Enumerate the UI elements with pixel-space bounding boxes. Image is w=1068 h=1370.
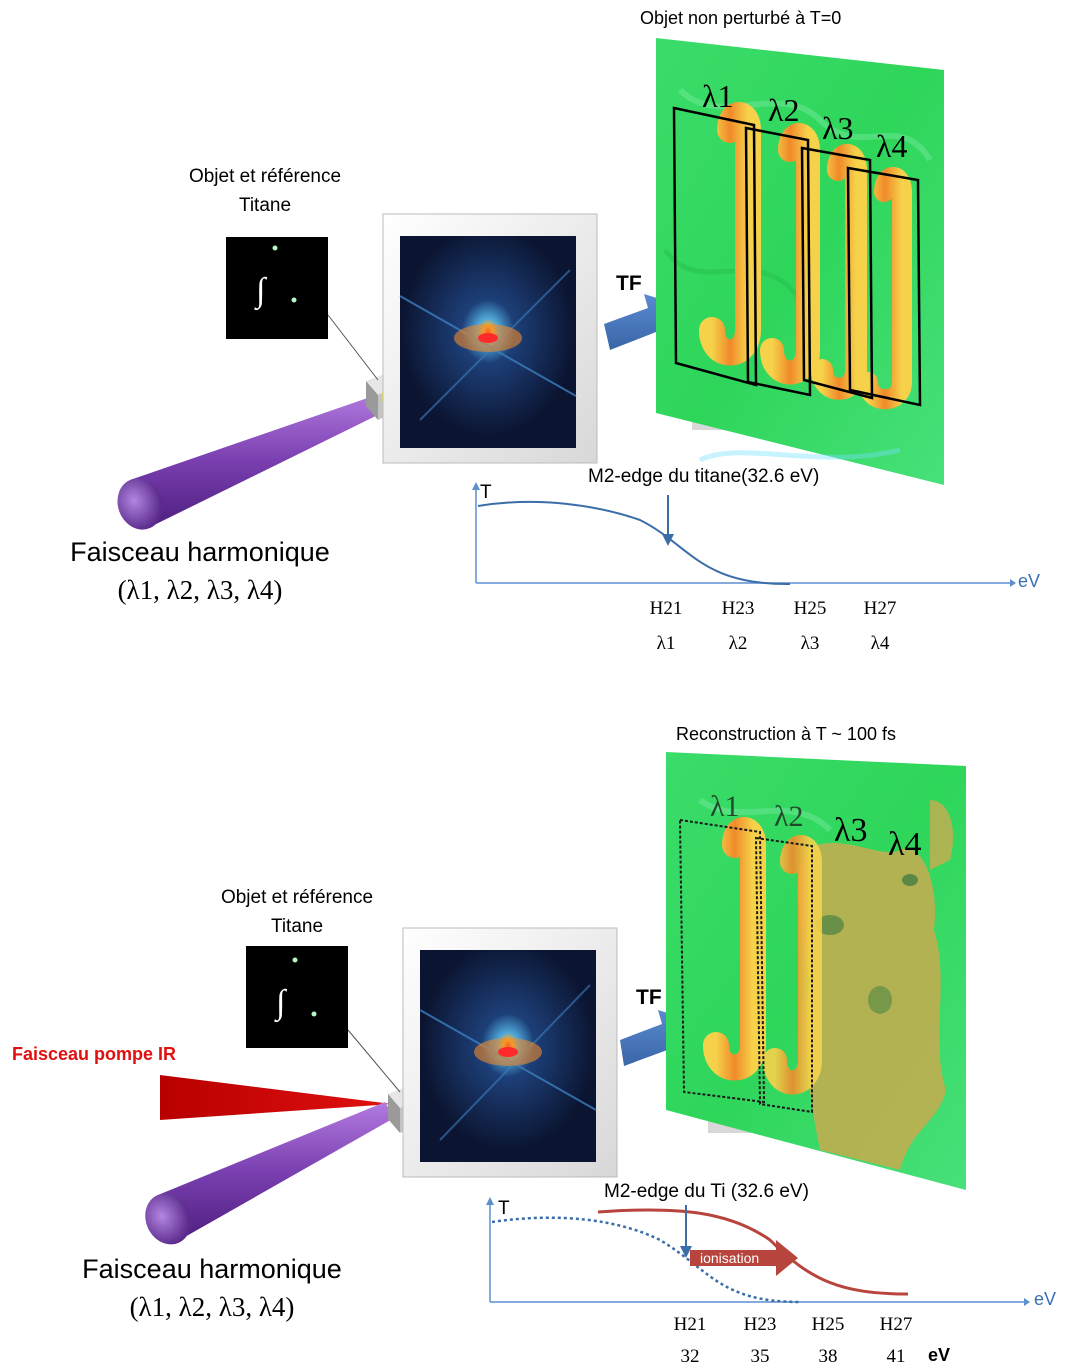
top-lambda4: λ4 [876,128,908,164]
top-harmonic-h25: H25 [793,598,827,619]
ionisation-label: ionisation [700,1250,760,1266]
bottom-lambda1: λ1 [710,790,740,823]
bottom-beam-label-line1: Faisceau harmonique [82,1254,342,1284]
top-box-l2 [744,126,812,397]
top-integral-glyph: ∫ [256,272,266,309]
bottom-t-axis-label: T [498,1198,510,1219]
top-box-l3 [800,146,874,400]
top-object-label-line1: Objet et référence [188,166,342,187]
bottom-harmonic-h25: H25 [811,1314,845,1335]
bottom-harmonic-h21: H21 [673,1314,707,1335]
top-title: Objet non perturbé à T=0 [640,8,842,28]
top-harmonic-h27: H27 [863,598,897,619]
bottom-lambda4: λ4 [888,826,922,863]
top-wavelength-l3: λ3 [800,633,820,654]
top-detector-screen [382,213,598,464]
top-edge-label: M2-edge du titane(32.6 eV) [588,466,820,487]
pump-beam-label: Faisceau pompe IR [12,1044,177,1064]
bottom-energy-unit: eV [928,1345,951,1365]
top-lambda3: λ3 [822,110,854,146]
top-object-image [226,237,328,339]
bottom-energy-38: 38 [818,1346,838,1367]
top-transmission-graph [472,482,1016,587]
bottom-energy-41: 41 [886,1346,906,1367]
bottom-ev-axis-label: eV [1034,1289,1057,1309]
top-harmonic-h23: H23 [721,598,755,619]
bottom-transmission-graph [486,1197,1030,1306]
top-beam-label-line1: Faisceau harmonique [70,537,330,567]
top-beam-label-line2: (λ1, λ2, λ3, λ4) [117,575,283,605]
top-harmonic-h21: H21 [649,598,683,619]
top-box-l4 [846,166,922,407]
top-ev-axis-label: eV [1018,571,1041,591]
bottom-pump-beam [160,1075,392,1120]
bottom-wavelength-boxes [678,818,813,1114]
top-object-label: Objet et référence Titane [150,162,380,220]
top-t-axis-label: T [480,482,492,503]
bottom-beam-label-line2: (λ1, λ2, λ3, λ4) [129,1292,295,1322]
bottom-lambda2: λ2 [774,800,804,833]
bottom-energy-32: 32 [680,1346,700,1367]
bottom-harmonic-h27: H27 [879,1314,913,1335]
bottom-integral-glyph: ∫ [276,984,286,1021]
top-wavelength-boxes [672,106,922,407]
bottom-edge-label: M2-edge du Ti (32.6 eV) [604,1181,809,1202]
top-wavelength-l1: λ1 [656,633,676,654]
top-tf-label: TF [616,272,642,295]
top-wavelength-l2: λ2 [728,633,748,654]
bottom-energy-35: 35 [750,1346,770,1367]
bottom-harmonic-beam [145,1102,394,1245]
bottom-object-shapes [703,817,822,1095]
bottom-detector-screen [402,927,618,1178]
bottom-object-label-line2: Titane [270,916,324,937]
bottom-box-l2 [754,836,813,1114]
bottom-lambda3: λ3 [834,812,868,849]
ionisation-arrow [690,1240,798,1276]
bottom-zoom-line [347,1029,401,1093]
bottom-object-label: Objet et référence Titane [182,883,412,941]
top-zoom-line [327,314,379,381]
top-object-label-line2: Titane [238,195,292,216]
top-wavelength-l4: λ4 [870,633,890,654]
bottom-box-l1 [678,818,766,1104]
top-harmonic-beam [117,392,392,530]
bottom-title: Reconstruction à T ~ 100 fs [676,724,896,744]
bottom-beam-label: Faisceau harmonique (λ1, λ2, λ3, λ4) [32,1250,392,1326]
top-lambda1: λ1 [702,78,734,114]
top-box-l1 [672,106,758,387]
bottom-harmonic-h23: H23 [743,1314,777,1335]
bottom-tf-label: TF [636,986,662,1009]
bottom-object-image [246,946,348,1048]
top-panel [117,38,1016,587]
top-beam-label: Faisceau harmonique (λ1, λ2, λ3, λ4) [20,533,380,609]
bottom-object-label-line1: Objet et référence [220,887,374,908]
top-lambda2: λ2 [768,92,800,128]
bottom-panel [145,752,1030,1306]
